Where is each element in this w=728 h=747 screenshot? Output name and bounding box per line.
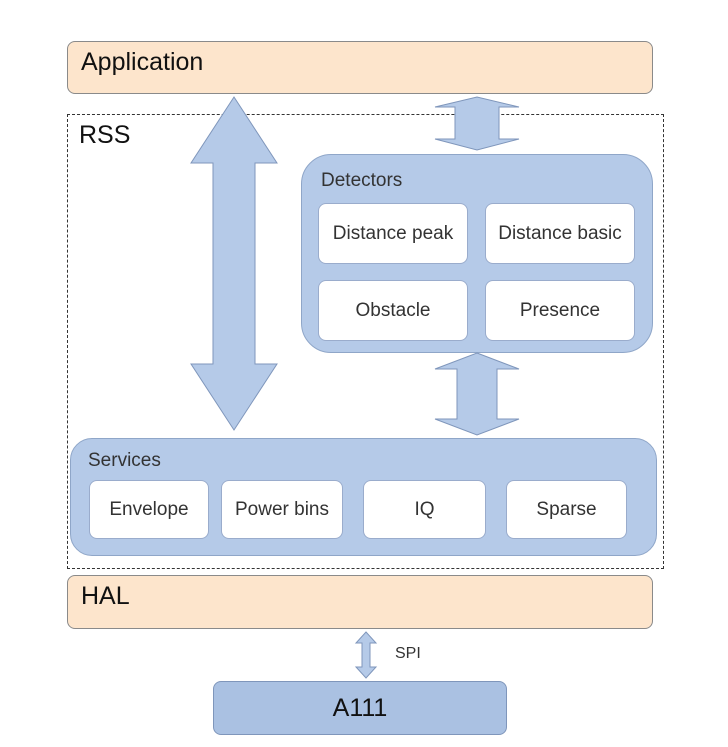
- a111-chip: A111: [213, 681, 507, 735]
- service-power-bins: Power bins: [221, 480, 343, 539]
- spi-label: SPI: [395, 645, 421, 662]
- hal-label: HAL: [81, 582, 130, 610]
- app-services-double-arrow: [190, 96, 278, 431]
- service-envelope: Envelope: [89, 480, 209, 539]
- rss-label: RSS: [79, 121, 131, 149]
- app-detectors-double-arrow: [434, 96, 520, 151]
- detector-distance-basic: Distance basic: [485, 203, 635, 264]
- rss-container: [67, 114, 664, 569]
- detector-distance-peak: Distance peak: [318, 203, 468, 264]
- spi-double-arrow: [354, 631, 378, 679]
- detectors-services-double-arrow: [434, 352, 520, 436]
- application-layer: Application: [67, 41, 653, 94]
- services-title: Services: [88, 450, 161, 471]
- hal-layer: HAL: [67, 575, 653, 629]
- detectors-title: Detectors: [321, 170, 403, 191]
- application-label: Application: [81, 48, 204, 76]
- service-sparse: Sparse: [506, 480, 627, 539]
- service-iq: IQ: [363, 480, 486, 539]
- detector-presence: Presence: [485, 280, 635, 341]
- detector-obstacle: Obstacle: [318, 280, 468, 341]
